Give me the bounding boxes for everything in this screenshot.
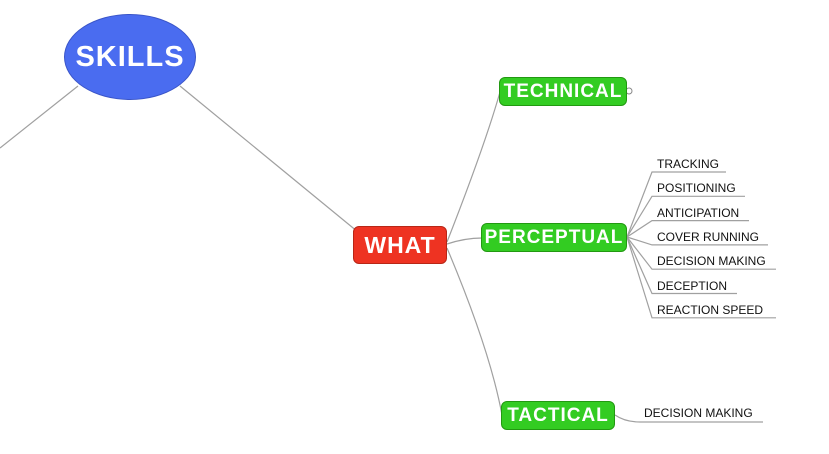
perceptual-leaf-connector: [626, 236, 776, 319]
connector-offscreen-skills: [0, 85, 79, 149]
connector-what-perceptual: [446, 237, 483, 245]
perceptual-leaf-connector: [626, 171, 726, 238]
perceptual-leaf-item[interactable]: ANTICIPATION: [657, 205, 740, 220]
node-what[interactable]: WHAT: [353, 226, 447, 264]
perceptual-leaf-connector: [626, 220, 749, 238]
connector-what-tactical: [446, 247, 503, 416]
node-tactical[interactable]: TACTICAL: [501, 401, 615, 430]
perceptual-leaf-item[interactable]: DECISION MAKING: [657, 254, 766, 269]
perceptual-leaf-item[interactable]: COVER RUNNING: [657, 229, 760, 244]
node-perceptual[interactable]: PERCEPTUAL: [481, 223, 627, 252]
perceptual-leaf-item[interactable]: DECEPTION: [657, 278, 728, 293]
tactical-leaf-item[interactable]: DECISION MAKING: [644, 406, 753, 420]
perceptual-leaf-connectors: [626, 171, 776, 319]
connector-tactical-leaf: [614, 414, 763, 423]
perceptual-leaf-connector: [626, 236, 776, 270]
perceptual-leaf-connector: [626, 195, 745, 238]
perceptual-leaf-item[interactable]: REACTION SPEED: [657, 302, 764, 317]
perceptual-leaf-item[interactable]: POSITIONING: [657, 181, 736, 196]
perceptual-leaf-connector: [626, 236, 737, 295]
node-technical[interactable]: TECHNICAL: [499, 77, 627, 106]
connector-skills-what: [179, 85, 359, 233]
perceptual-leaf-connector: [626, 236, 768, 246]
connector-what-technical: [446, 91, 501, 243]
perceptual-leaf-item[interactable]: TRACKING: [657, 157, 720, 171]
node-skills[interactable]: SKILLS: [64, 14, 196, 100]
